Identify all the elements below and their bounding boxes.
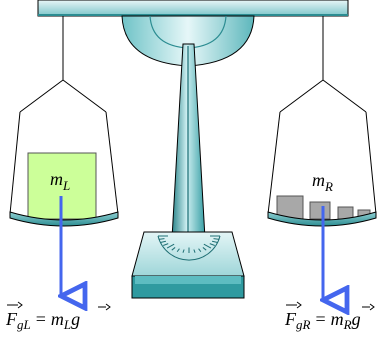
right-hanger <box>267 16 377 215</box>
dial-tick <box>209 243 215 246</box>
dial-tick <box>163 243 169 246</box>
left-mass-label: mL <box>50 169 70 193</box>
dial-tick <box>166 243 175 249</box>
vector-arrowhead-g-right <box>369 303 375 311</box>
dial-tick <box>198 248 202 253</box>
vector-arrowhead-g-left <box>105 303 111 311</box>
dial-tick <box>182 249 185 253</box>
dial-tick <box>171 247 176 251</box>
right-pan <box>267 211 377 227</box>
vector-arrowhead-F-left <box>17 301 23 309</box>
dial-scale <box>157 235 221 261</box>
dial-tick <box>160 240 167 244</box>
right-force-equation: FgR=mRg <box>284 301 375 332</box>
svg-text:FgL=mLg: FgL=mLg <box>5 309 80 332</box>
center-post <box>170 43 207 257</box>
dial-tick <box>158 238 165 240</box>
right-mass-label: mR <box>312 170 333 194</box>
left-pan <box>9 211 119 227</box>
beam <box>37 0 349 17</box>
weight-medium <box>309 201 331 220</box>
dial-tick <box>202 247 207 251</box>
dial-tick <box>213 238 220 240</box>
vector-arrowhead-F-right <box>296 301 302 309</box>
scale-base <box>131 231 245 299</box>
left-force-equation: FgL=mLg <box>5 301 111 332</box>
dial-tick <box>211 240 218 244</box>
left-hanger <box>9 16 119 215</box>
dial-tick <box>203 243 212 249</box>
weight-small <box>337 206 354 220</box>
svg-text:FgR=mRg: FgR=mRg <box>284 309 361 332</box>
dial-tick <box>193 249 196 253</box>
dial-tick <box>176 248 180 253</box>
